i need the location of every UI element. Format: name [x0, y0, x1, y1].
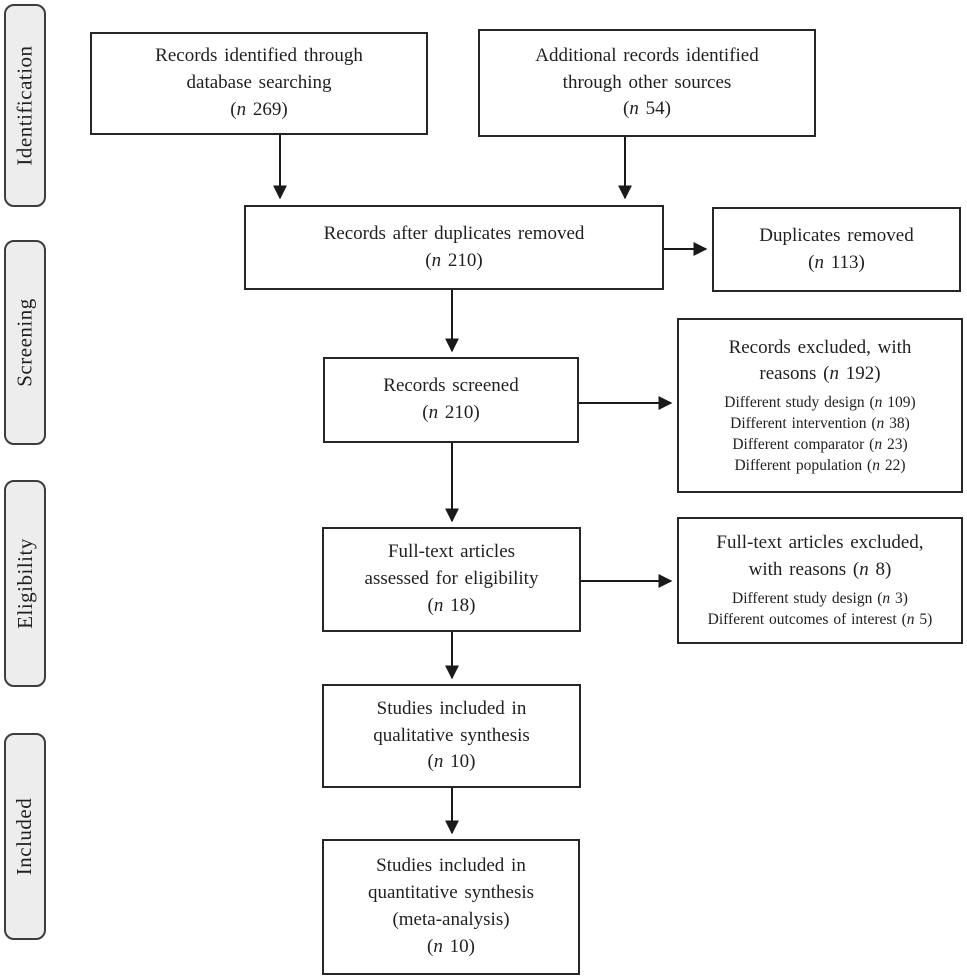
- stage-label-included: Included: [4, 733, 46, 940]
- stage-label-text: Eligibility: [12, 538, 37, 629]
- exclusion-reason: Different study design (n 109): [724, 394, 916, 412]
- flow-box-records-screened: Records screened (n 210): [323, 357, 579, 443]
- box-text-line: Duplicates removed: [759, 224, 914, 246]
- box-text-line: Records after duplicates removed: [323, 222, 585, 244]
- box-text-line: Additional records identified: [535, 44, 759, 66]
- box-count: (n 113): [808, 251, 865, 273]
- box-text-line: Full-text articles: [387, 541, 516, 563]
- box-count: (n 54): [623, 98, 671, 120]
- exclusion-reason: Different population (n 22): [734, 456, 906, 474]
- box-text-line: reasons (n 192): [759, 363, 881, 385]
- stage-label-screening: Screening: [4, 240, 46, 445]
- exclusion-reasons: Different study design (n 3) Different o…: [708, 589, 933, 631]
- flow-box-quantitative-synthesis: Studies included in quantitative synthes…: [322, 839, 580, 975]
- box-count: (n 210): [422, 402, 480, 423]
- box-text-line: Studies included in: [376, 855, 526, 877]
- flow-box-after-duplicates: Records after duplicates removed (n 210): [244, 205, 664, 290]
- box-text-line: Records screened: [383, 375, 519, 397]
- flow-box-records-identified: Records identified through database sear…: [90, 32, 428, 135]
- flow-box-records-excluded: Records excluded, with reasons (n 192) D…: [677, 318, 963, 493]
- exclusion-reason: Different outcomes of interest (n 5): [707, 610, 933, 628]
- flow-box-fulltext-excluded: Full-text articles excluded, with reason…: [677, 517, 963, 644]
- flow-box-qualitative-synthesis: Studies included in qualitative synthesi…: [322, 684, 581, 788]
- flow-box-additional-records: Additional records identified through ot…: [478, 29, 816, 137]
- box-count: (n 10): [427, 935, 475, 957]
- box-text-line: assessed for eligibility: [364, 568, 539, 590]
- box-text-line: (meta-analysis): [392, 909, 510, 930]
- box-text-line: through other sources: [562, 71, 732, 93]
- stage-label-eligibility: Eligibility: [4, 480, 46, 687]
- box-count: (n 210): [425, 249, 483, 271]
- stage-label-text: Identification: [12, 45, 37, 166]
- box-text-line: database searching: [186, 72, 332, 94]
- exclusion-reason: Different comparator (n 23): [732, 435, 908, 453]
- exclusion-reason: Different study design (n 3): [732, 590, 908, 608]
- box-count: (n 10): [427, 751, 476, 773]
- box-text-line: Full-text articles excluded,: [716, 532, 924, 554]
- box-text-line: Records identified through: [155, 45, 363, 67]
- stage-label-text: Screening: [12, 298, 37, 387]
- box-text-line: qualitative synthesis: [373, 724, 530, 746]
- stage-label-identification: Identification: [4, 4, 46, 207]
- box-text-line: Records excluded, with: [728, 336, 912, 358]
- stage-label-text: Included: [12, 797, 37, 876]
- box-count: (n 269): [230, 98, 288, 120]
- exclusion-reasons: Different study design (n 109) Different…: [724, 393, 915, 476]
- box-text-line: quantitative synthesis: [367, 882, 535, 904]
- flow-box-fulltext-assessed: Full-text articles assessed for eligibil…: [322, 527, 581, 632]
- box-text-line: with reasons (n 8): [748, 559, 892, 581]
- box-count: (n 18): [427, 594, 476, 616]
- box-text-line: Studies included in: [376, 697, 527, 719]
- flow-box-duplicates-removed: Duplicates removed (n 113): [712, 207, 961, 292]
- exclusion-reason: Different intervention (n 38): [730, 415, 910, 433]
